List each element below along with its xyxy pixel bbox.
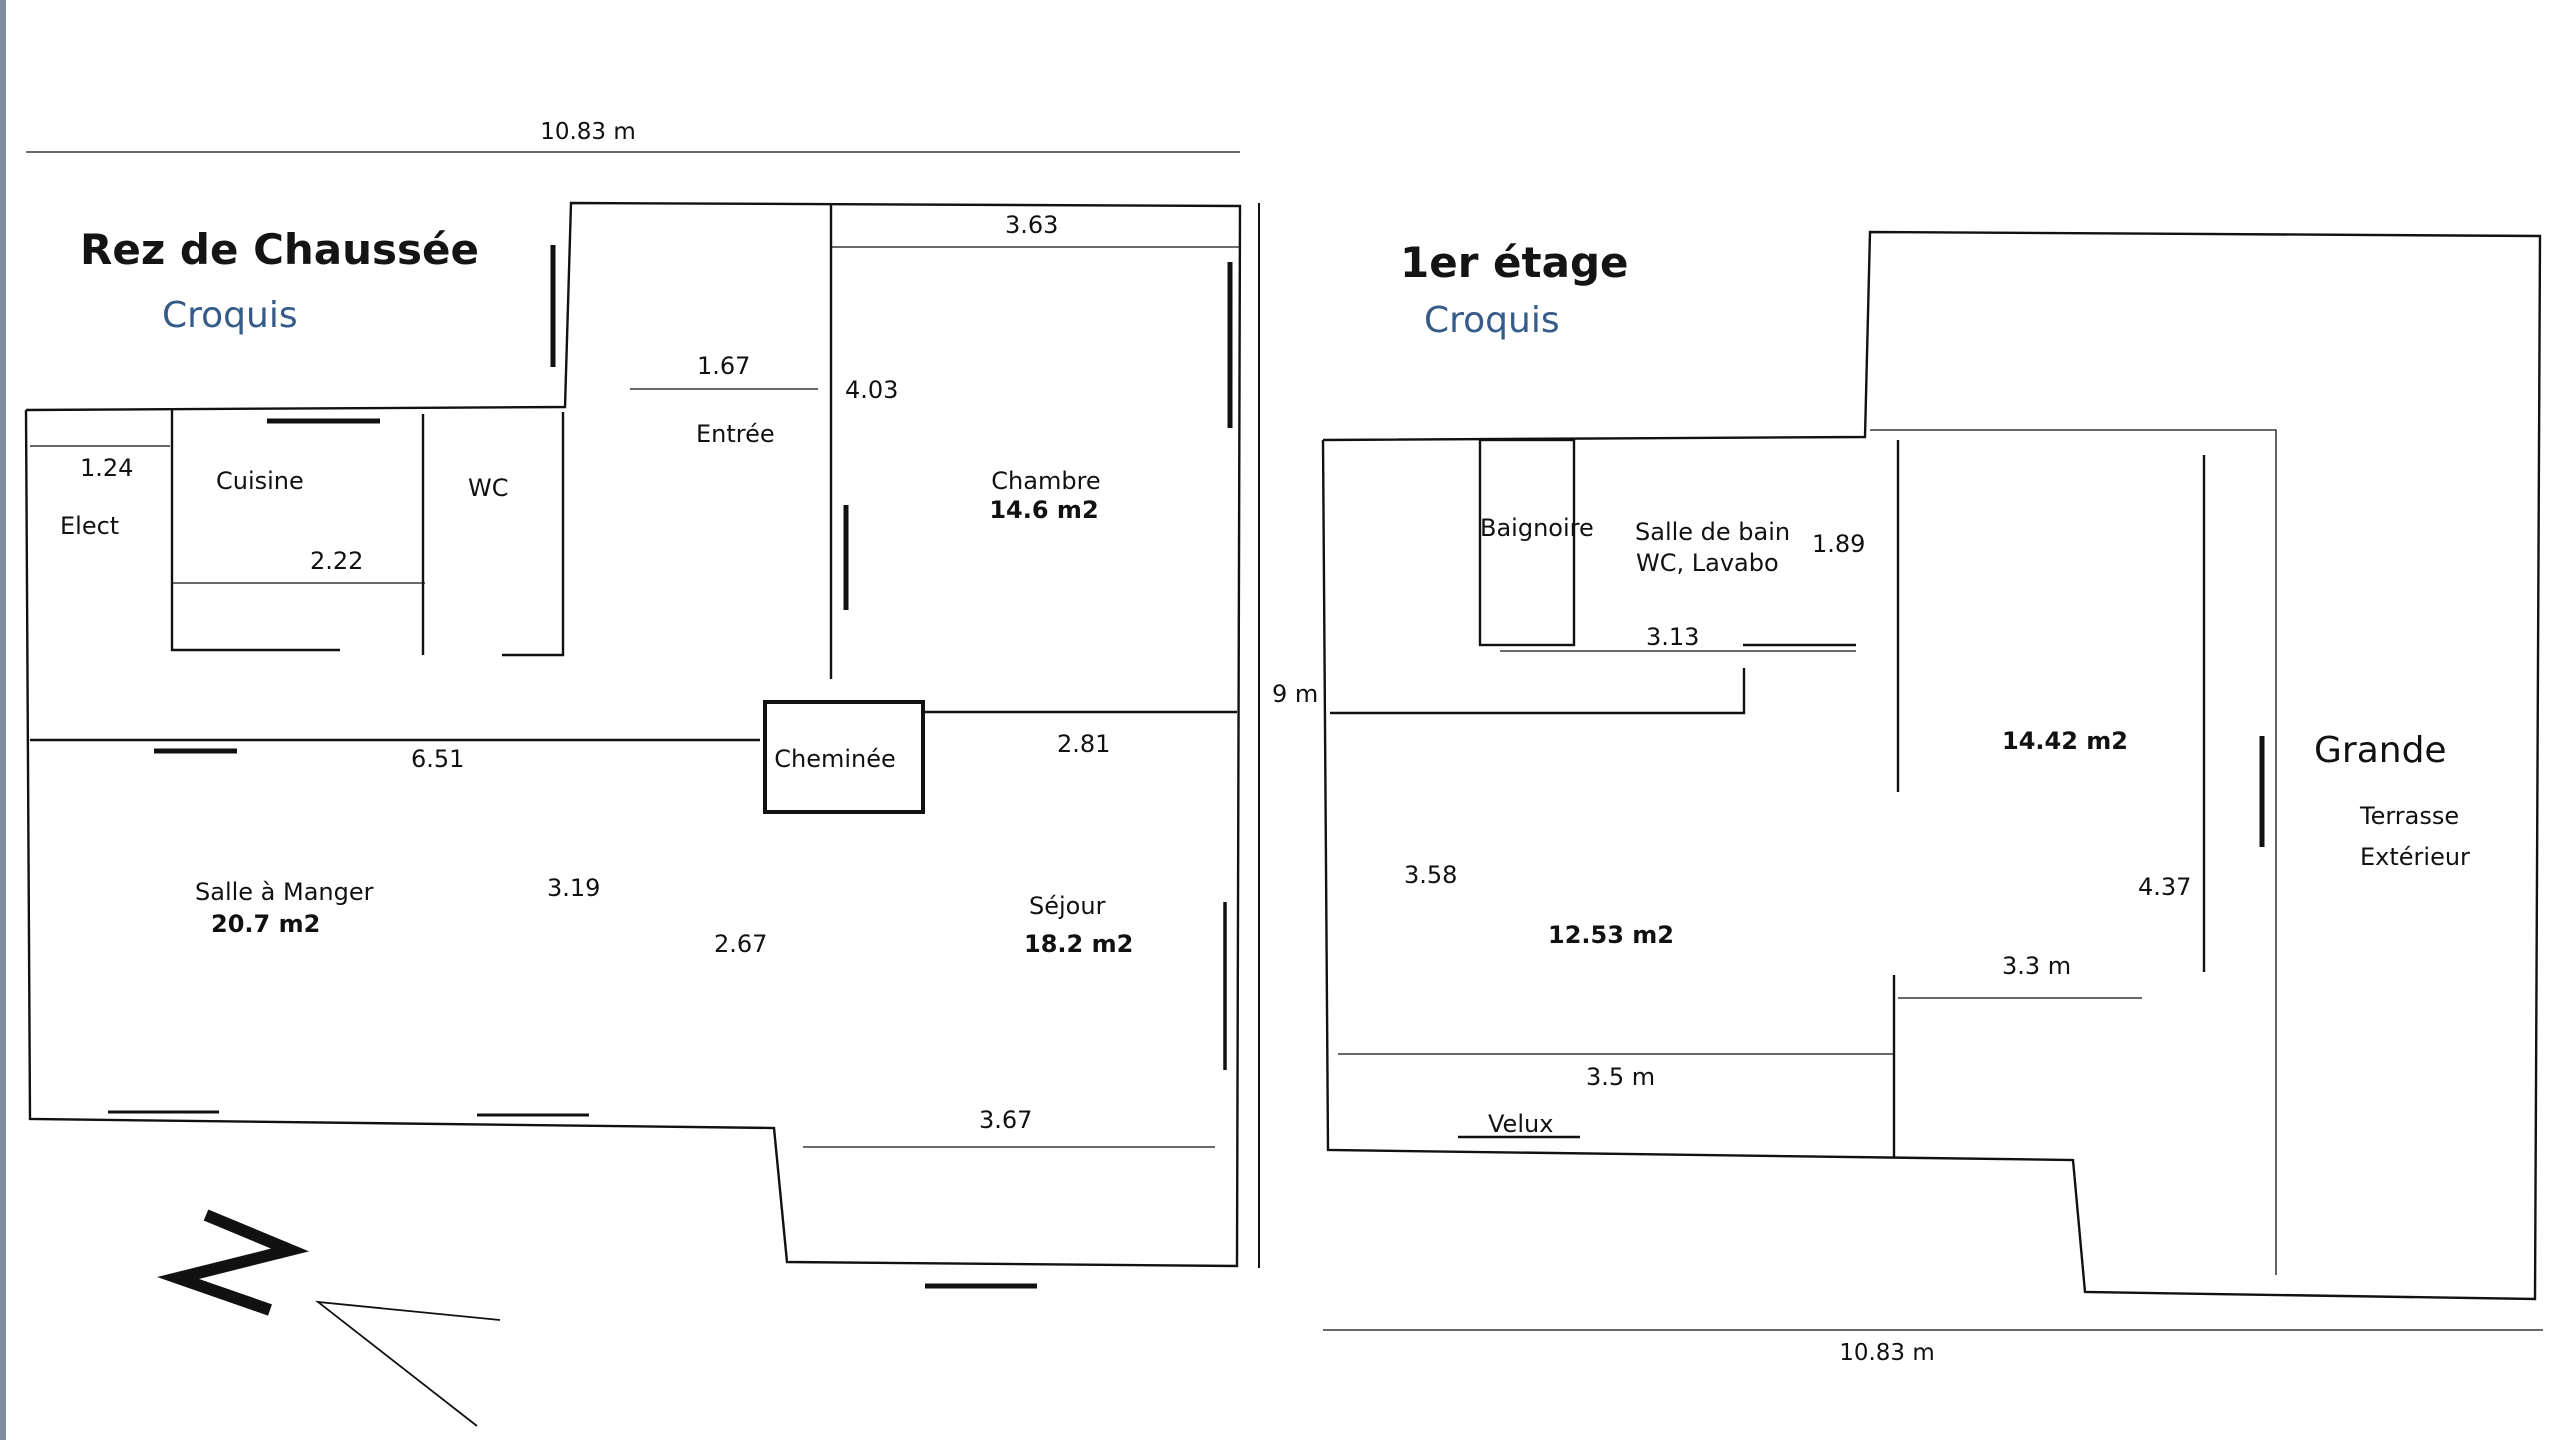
velux-label: Velux	[1488, 1110, 1553, 1138]
room-label-baignoire: Baignoire	[1480, 514, 1594, 542]
room-label-sejour: Séjour	[1029, 892, 1106, 920]
terrasse-label-line3: Extérieur	[2360, 843, 2470, 871]
room-label-cuisine: Cuisine	[216, 467, 304, 495]
entree-depth-dimension: 4.03	[845, 376, 898, 404]
first-width-label: 10.83 m	[1839, 1340, 1935, 1366]
room-label-salle-de-bain: Salle de bain	[1635, 518, 1790, 546]
cheminee-depth-dimension: 2.67	[714, 930, 767, 958]
north-arrow-icon	[157, 1209, 310, 1316]
entree-dimension: 1.67	[697, 352, 750, 380]
first-floor-subtitle: Croquis	[1424, 300, 1560, 341]
chambre-area: 14.6 m2	[989, 496, 1098, 524]
room-label-salle-a-manger: Salle à Manger	[195, 878, 374, 906]
cheminee-label: Cheminée	[774, 745, 896, 773]
cuisine-wall	[170, 410, 340, 652]
room-width-3-3: 3.3 m	[2002, 952, 2071, 980]
chambre-width-dimension: 3.63	[1005, 211, 1058, 239]
ground-floor-subtitle: Croquis	[162, 295, 298, 336]
room-label-entree: Entrée	[696, 420, 775, 448]
terrasse-label-line2: Terrasse	[2359, 802, 2459, 830]
sejour-top-dimension: 2.81	[1057, 730, 1110, 758]
ground-floor-plan: 10.83 m Rez de Chaussée Croquis Cheminée	[24, 119, 1242, 1427]
terrasse-label-line1: Grande	[2314, 730, 2447, 771]
first-floor-plan: 1er étage Croquis Baignoire Salle de bai…	[1321, 230, 2543, 1366]
room-area-14-42: 14.42 m2	[2002, 727, 2128, 755]
baignoire-box	[1478, 438, 1576, 647]
dining-depth-dimension: 3.19	[547, 874, 600, 902]
cheminee-box	[763, 700, 925, 814]
room-depth-3-58: 3.58	[1404, 861, 1457, 889]
dining-width-dimension: 6.51	[411, 745, 464, 773]
orientation-lines	[314, 1300, 501, 1427]
first-outer-wall	[1321, 230, 2542, 1301]
room-label-elect-dim: 1.24	[80, 454, 133, 482]
salle-de-bain-depth: 1.89	[1812, 530, 1865, 558]
ground-outer-wall	[24, 201, 1242, 1268]
page-left-edge	[0, 0, 6, 1440]
wc-wall-right	[502, 412, 565, 657]
first-floor-title: 1er étage	[1400, 238, 1629, 287]
ground-width-label: 10.83 m	[540, 119, 636, 145]
salle-a-manger-area: 20.7 m2	[211, 910, 320, 938]
room-width-3-5: 3.5 m	[1586, 1063, 1655, 1091]
ground-floor-title: Rez de Chaussée	[80, 225, 479, 274]
sejour-area: 18.2 m2	[1024, 930, 1133, 958]
salle-de-bain-lower-wall	[1330, 668, 1746, 715]
room-area-12-53: 12.53 m2	[1548, 921, 1674, 949]
salle-de-bain-subtitle: WC, Lavabo	[1636, 549, 1779, 577]
room-label-chambre: Chambre	[991, 467, 1100, 495]
room-label-elect: Elect	[60, 512, 119, 540]
terrace-depth-dimension: 4.37	[2138, 873, 2191, 901]
salle-de-bain-width: 3.13	[1646, 623, 1699, 651]
height-dimension-label: 9 m	[1272, 680, 1318, 708]
terrace-boundary	[1870, 429, 2277, 1275]
room-label-wc: WC	[468, 474, 509, 502]
sejour-bottom-dimension: 3.67	[979, 1106, 1032, 1134]
cuisine-dimension: 2.22	[310, 547, 363, 575]
